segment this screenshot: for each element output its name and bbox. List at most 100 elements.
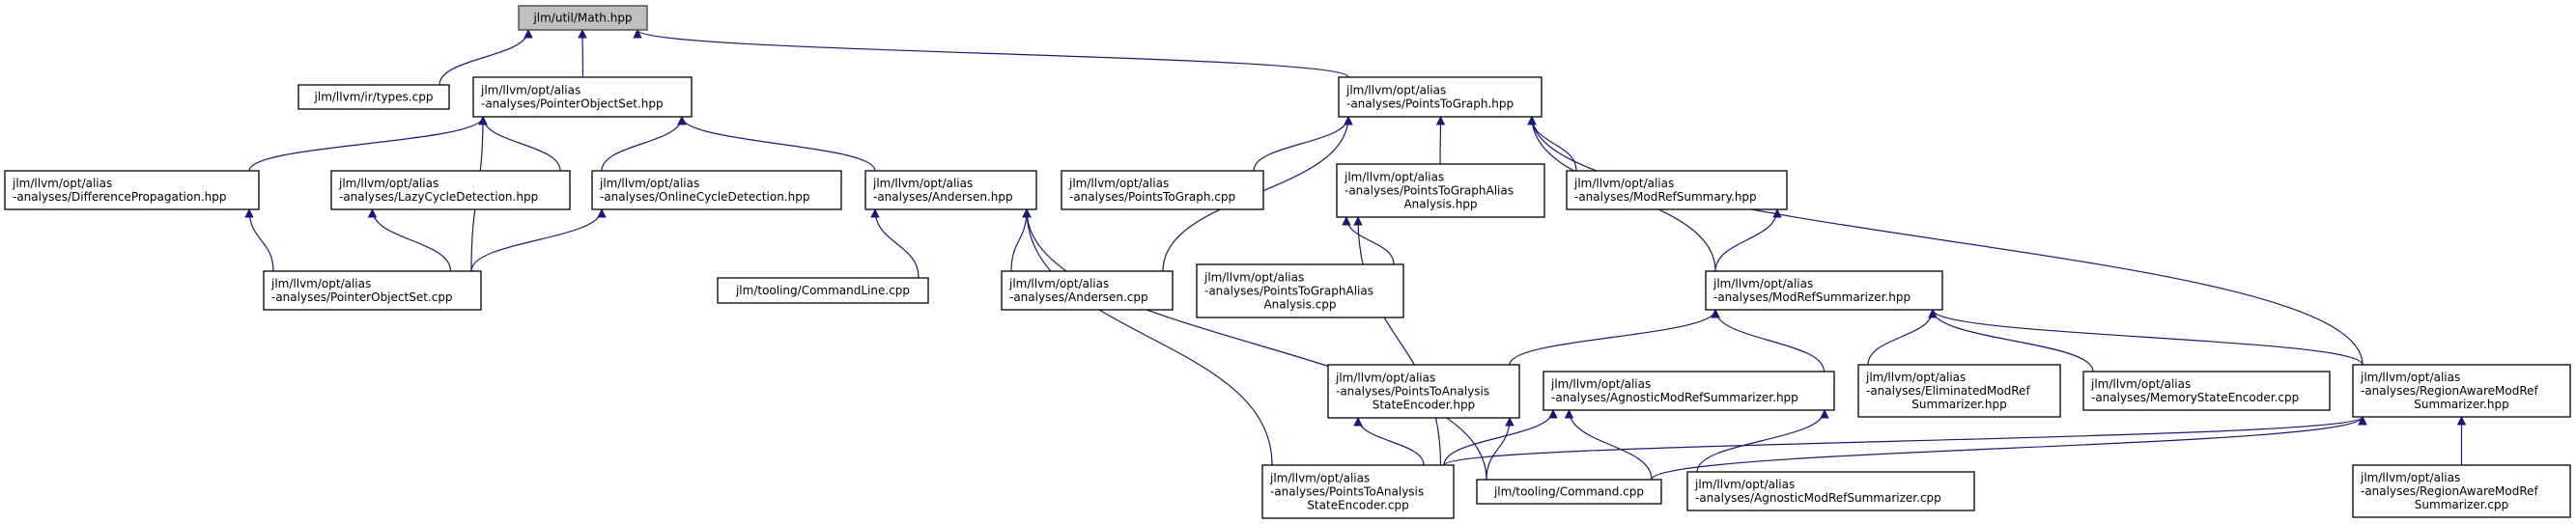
node-label: -analyses/PointerObjectSet.hpp <box>481 97 664 111</box>
node-label: -analyses/PointsToGraphAlias <box>1204 285 1373 298</box>
edge-online-to-pos_hpp <box>601 116 687 172</box>
node-label: StateEncoder.hpp <box>1373 399 1475 412</box>
node-box <box>1686 471 1975 511</box>
node-label: jlm/llvm/opt/alias <box>1865 371 1966 384</box>
node-label: -analyses/ModRefSummarizer.hpp <box>1713 290 1911 304</box>
edge-ptase_cpp-to-andersen_hpp <box>1022 208 1273 466</box>
node-label: jlm/llvm/opt/alias <box>1269 472 1370 485</box>
node-label: jlm/llvm/opt/alias <box>270 277 371 290</box>
edge-elim-to-mrs <box>1867 309 1938 366</box>
node-label: jlm/llvm/opt/alias <box>1344 171 1444 184</box>
node-box <box>2352 364 2571 418</box>
node-ptgaa_hpp[interactable]: jlm/llvm/opt/alias-analyses/PointsToGrap… <box>1336 163 1545 218</box>
node-andersen_hpp[interactable]: jlm/llvm/opt/alias-analyses/Andersen.hpp <box>864 170 1037 210</box>
edge-command-to-agn_hpp <box>1564 409 1653 481</box>
node-label: jlm/llvm/opt/alias <box>1694 478 1795 491</box>
node-label: -analyses/RegionAwareModRef <box>2361 484 2539 498</box>
node-label: Summarizer.hpp <box>2414 398 2508 411</box>
node-label: -analyses/ModRefSummary.hpp <box>1574 190 1757 204</box>
node-ra_cpp[interactable]: jlm/llvm/opt/alias-analyses/RegionAwareM… <box>2352 464 2571 518</box>
edge-agn_hpp-to-mrs <box>1711 309 1826 372</box>
edge-diffprop-to-pos_hpp <box>248 116 488 172</box>
node-label: -analyses/PointsToAnalysis <box>1270 485 1424 499</box>
node-ptase_hpp[interactable]: jlm/llvm/opt/alias-analyses/PointsToAnal… <box>1327 364 1520 419</box>
node-box <box>1705 270 1943 311</box>
edge-ra_hpp-to-ptg_hpp <box>1527 116 2364 366</box>
node-ptase_cpp[interactable]: jlm/llvm/opt/alias-analyses/PointsToAnal… <box>1261 464 1455 519</box>
node-agn_hpp[interactable]: jlm/llvm/opt/alias-analyses/AgnosticModR… <box>1543 371 1835 411</box>
node-modrefsummary[interactable]: jlm/llvm/opt/alias-analyses/ModRefSummar… <box>1566 170 1788 210</box>
node-box <box>1338 76 1543 118</box>
node-box <box>1857 364 2061 418</box>
node-online[interactable]: jlm/llvm/opt/alias-analyses/OnlineCycleD… <box>591 170 842 210</box>
node-label: jlm/llvm/opt/alias <box>1573 177 1674 190</box>
node-ptg_hpp[interactable]: jlm/llvm/opt/alias-analyses/PointsToGrap… <box>1338 76 1543 118</box>
node-label: -analyses/RegionAwareModRef <box>2361 384 2539 398</box>
node-box <box>717 277 929 304</box>
edge-lazy-to-pos_hpp <box>478 116 561 172</box>
edge-memse-to-mrs <box>1928 309 2094 372</box>
node-label: jlm/llvm/opt/alias <box>872 177 973 190</box>
node-label: -analyses/AgnosticModRefSummarizer.cpp <box>1695 491 1941 505</box>
node-label: -analyses/PointsToGraph.hpp <box>1346 97 1514 111</box>
node-box <box>1196 263 1404 318</box>
node-lazy[interactable]: jlm/llvm/opt/alias-analyses/LazyCycleDet… <box>330 170 571 210</box>
node-label: jlm/llvm/opt/alias <box>1068 177 1169 190</box>
node-command[interactable]: jlm/tooling/Command.cpp <box>1476 479 1662 505</box>
node-box <box>1261 464 1455 519</box>
edge-pos_cpp-to-online <box>470 208 607 272</box>
node-agn_cpp[interactable]: jlm/llvm/opt/alias-analyses/AgnosticModR… <box>1686 471 1975 511</box>
edge-modrefsummary-to-ptg_hpp <box>1527 116 1577 172</box>
edge-agn_cpp-to-agn_hpp <box>1696 409 1829 473</box>
node-types[interactable]: jlm/llvm/ir/types.cpp <box>297 84 450 110</box>
node-label: -analyses/Andersen.hpp <box>873 190 1013 204</box>
edge-andersen_hpp-to-pos_hpp <box>677 116 876 172</box>
node-diffprop[interactable]: jlm/llvm/opt/alias-analyses/DifferencePr… <box>4 170 260 210</box>
node-label: -analyses/PointerObjectSet.cpp <box>271 290 453 304</box>
node-ptg_cpp[interactable]: jlm/llvm/opt/alias-analyses/PointsToGrap… <box>1061 170 1264 210</box>
edge-ra_hpp-to-mrs <box>1928 309 2364 366</box>
node-box <box>518 5 648 31</box>
node-label: jlm/llvm/opt/alias <box>599 177 699 190</box>
node-label: jlm/llvm/opt/alias <box>338 177 439 190</box>
node-label: jlm/llvm/opt/alias <box>12 177 112 190</box>
node-label: jlm/tooling/CommandLine.cpp <box>735 284 910 297</box>
node-ra_hpp[interactable]: jlm/llvm/opt/alias-analyses/RegionAwareM… <box>2352 364 2571 418</box>
edge-pos_cpp-to-lazy <box>367 208 452 272</box>
node-label: -analyses/DifferencePropagation.hpp <box>13 190 227 204</box>
node-label: jlm/tooling/Command.cpp <box>1493 485 1644 499</box>
node-ptgaa_cpp[interactable]: jlm/llvm/opt/alias-analyses/PointsToGrap… <box>1196 263 1404 318</box>
node-box <box>1327 364 1520 419</box>
edge-ptg_hpp-to-math <box>633 29 1349 78</box>
node-label: -analyses/LazyCycleDetection.hpp <box>339 190 538 204</box>
node-box <box>297 84 450 110</box>
node-label: -analyses/Andersen.cpp <box>1009 290 1148 304</box>
edge-types-to-math <box>439 29 533 86</box>
node-label: jlm/llvm/ir/types.cpp <box>314 91 434 104</box>
node-cmdline[interactable]: jlm/tooling/CommandLine.cpp <box>717 277 929 304</box>
node-box <box>864 170 1037 210</box>
node-andersen_cpp[interactable]: jlm/llvm/opt/alias-analyses/Andersen.cpp <box>1001 270 1174 311</box>
node-label: StateEncoder.cpp <box>1307 499 1408 512</box>
node-label: jlm/llvm/opt/alias <box>1713 277 1813 290</box>
node-mrs[interactable]: jlm/llvm/opt/alias-analyses/ModRefSummar… <box>1705 270 1943 311</box>
node-label: -analyses/MemoryStateEncoder.cpp <box>2091 391 2299 404</box>
node-elim[interactable]: jlm/llvm/opt/alias-analyses/EliminatedMo… <box>1857 364 2061 418</box>
node-box <box>330 170 571 210</box>
node-label: -analyses/AgnosticModRefSummarizer.hpp <box>1551 391 1798 404</box>
edge-ptase_hpp-to-mrs <box>1509 309 1720 366</box>
edge-mrs-to-modrefsummary <box>1714 208 1782 272</box>
node-box <box>2082 371 2331 411</box>
node-label: Summarizer.hpp <box>1911 398 2006 411</box>
node-label: jlm/llvm/opt/alias <box>1550 377 1651 391</box>
node-label: jlm/llvm/opt/alias <box>2360 471 2460 484</box>
node-box <box>1543 371 1835 411</box>
node-label: -analyses/PointsToGraph.cpp <box>1069 190 1235 204</box>
edge-command-to-andersen_hpp <box>1022 208 1487 481</box>
edge-command-to-ra_hpp <box>1651 416 2367 481</box>
node-pos_cpp[interactable]: jlm/llvm/opt/alias-analyses/PointerObjec… <box>263 270 482 311</box>
node-memse[interactable]: jlm/llvm/opt/alias-analyses/MemoryStateE… <box>2082 371 2331 411</box>
node-pos_hpp[interactable]: jlm/llvm/opt/alias-analyses/PointerObjec… <box>472 76 693 118</box>
